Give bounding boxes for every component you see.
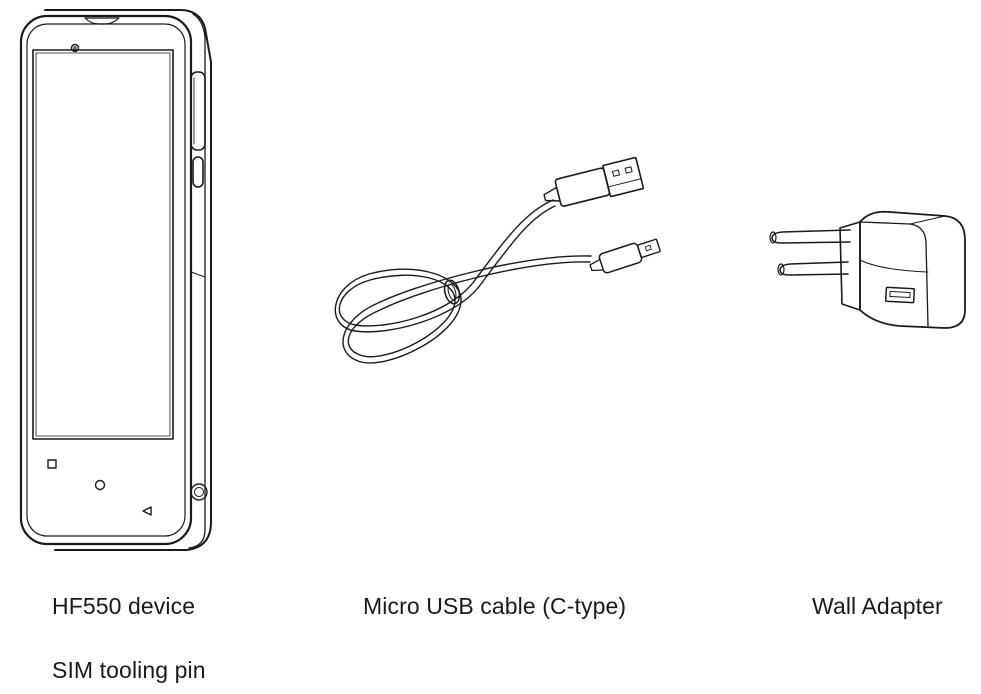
wall-adapter-illustration	[769, 210, 966, 329]
adapter-caption: Wall Adapter	[812, 593, 943, 619]
handheld-device-illustration	[19, 9, 212, 551]
device-caption: HF550 device	[52, 593, 196, 619]
cable-caption: Micro USB cable (C-type)	[363, 593, 627, 619]
usb-cable-illustration	[334, 156, 661, 364]
sim-pin-caption: SIM tooling pin	[52, 657, 206, 683]
